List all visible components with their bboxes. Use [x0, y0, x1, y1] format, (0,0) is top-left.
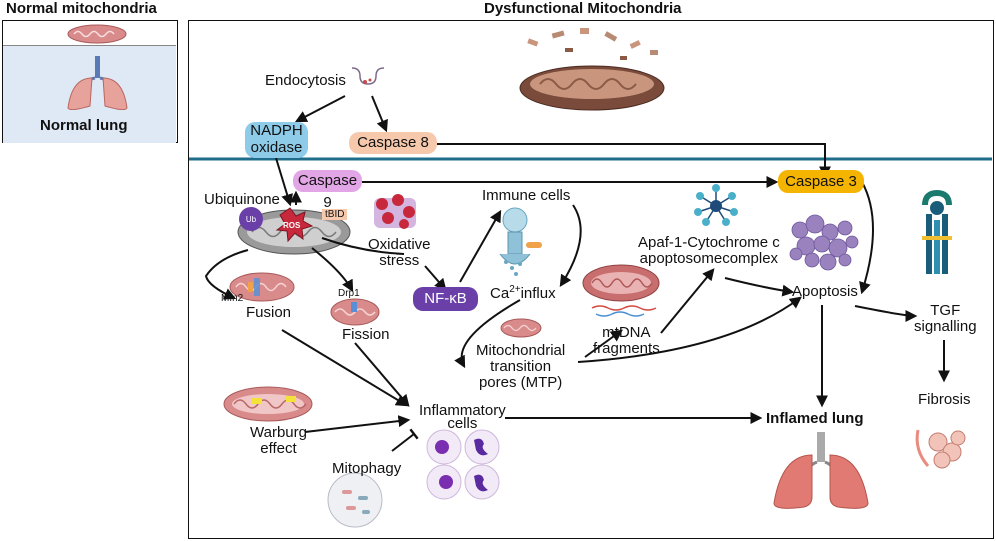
- fission-label: Fission: [342, 326, 390, 343]
- dysfunctional-panel: [188, 20, 994, 539]
- warburg-line2: effect: [260, 440, 297, 457]
- damaged-mitochondrion-icon: [519, 28, 665, 111]
- inflamed-lung-label: Inflamed lung: [766, 410, 864, 427]
- nadph-oxidase-box: NADPH oxidase: [245, 122, 308, 158]
- ubiquinone-label: Ubiquinone: [204, 191, 280, 208]
- mitophagy-vesicle-icon: [327, 472, 383, 528]
- endocytosis-label: Endocytosis: [265, 72, 346, 89]
- fission-mitochondrion-icon: [330, 298, 380, 326]
- apoptosome-icon: [694, 184, 738, 226]
- apaf-label: Apaf-1-Cytochrome c apoptosomecomplex: [638, 235, 780, 267]
- left-title: Normal mitochondria: [6, 0, 157, 17]
- drp1-label: Drp1: [338, 288, 360, 299]
- tbid-label: tBID: [322, 209, 348, 220]
- warburg-mitochondrion-icon: [223, 386, 313, 422]
- ros-label: ROS: [283, 221, 301, 230]
- ubiquinone-mitochondrion-icon: [237, 207, 351, 255]
- fibrosis-label: Fibrosis: [918, 391, 971, 408]
- inflammatory-line1: Inflammatory: [419, 402, 506, 419]
- nadph-line2: oxidase: [250, 139, 303, 156]
- inflammatory-cells-icon: [426, 429, 500, 500]
- oxidative-stress-cluster-icon: [374, 194, 416, 229]
- inflammatory-cells-label: Inflammatory cells: [419, 403, 506, 432]
- caspase8-box: Caspase 8: [349, 132, 437, 154]
- mtdna-mitochondrion-icon: [582, 264, 660, 317]
- pathway-arrows: [204, 95, 950, 452]
- oxidative-line2: stress: [379, 252, 420, 269]
- fibrotic-tissue-icon: [915, 429, 966, 469]
- tgf-line2: signalling: [914, 318, 977, 335]
- ub-text: Ub: [246, 215, 257, 224]
- tgf-label: TGF signalling: [914, 303, 977, 335]
- inflammatory-line2: cells: [447, 415, 478, 432]
- warburg-line1: Warburg: [250, 424, 307, 441]
- mtp-line3: pores (MTP): [478, 374, 563, 391]
- fusion-mitochondria-icon: [229, 272, 295, 302]
- warburg-label: Warburg effect: [250, 425, 307, 457]
- mtdna-line1: mtDNA: [602, 324, 651, 341]
- nadph-line1: NADPH: [250, 122, 303, 139]
- immune-cells-label: Immune cells: [482, 187, 571, 204]
- endocytosis-vesicle-icon: [351, 67, 385, 85]
- mtp-mitochondrion-icon: [500, 318, 542, 338]
- oxidative-stress-label: Oxidative stress: [368, 237, 431, 269]
- fusion-label: Fusion: [246, 304, 292, 321]
- immune-cell-receptor-icon: [499, 207, 542, 276]
- apaf-line2: apoptosomecomplex: [639, 250, 779, 267]
- mfn2-label: Mfn2: [221, 293, 244, 304]
- ca-suffix: influx: [520, 285, 556, 302]
- apoptosis-label: Apoptosis: [792, 283, 858, 300]
- mtp-line1: Mitochondrial: [476, 342, 566, 359]
- inflamed-lung-icon: [773, 432, 869, 509]
- caspase3-box: Caspase 3: [778, 170, 864, 193]
- mitophagy-label: Mitophagy: [332, 460, 402, 477]
- apaf-line1: Apaf-1-Cytochrome c: [638, 234, 780, 251]
- mtdna-label: mtDNA fragments: [593, 325, 660, 357]
- normal-lung-label: Normal lung: [40, 117, 128, 134]
- normal-mitochondrion-icon: [67, 24, 127, 44]
- mtdna-line2: fragments: [593, 340, 660, 357]
- normal-lung-icon: [67, 56, 128, 111]
- caspase9-box: Caspase 9: [293, 170, 362, 211]
- ca-superscript: 2+: [509, 284, 521, 295]
- tgf-line1: TGF: [930, 302, 961, 319]
- main-title: Dysfunctional Mitochondria: [484, 0, 682, 17]
- ca-prefix: Ca: [490, 285, 510, 302]
- oxidative-line1: Oxidative: [368, 236, 431, 253]
- apoptotic-bodies-icon: [789, 214, 859, 271]
- ca-influx-label: Ca2+influx: [490, 282, 556, 302]
- mtp-line2: transition: [490, 358, 552, 375]
- mtp-label: Mitochondrial transition pores (MTP): [476, 343, 565, 391]
- nfkb-box: NF-κB: [413, 287, 478, 311]
- tgf-receptor-icon: [922, 189, 952, 274]
